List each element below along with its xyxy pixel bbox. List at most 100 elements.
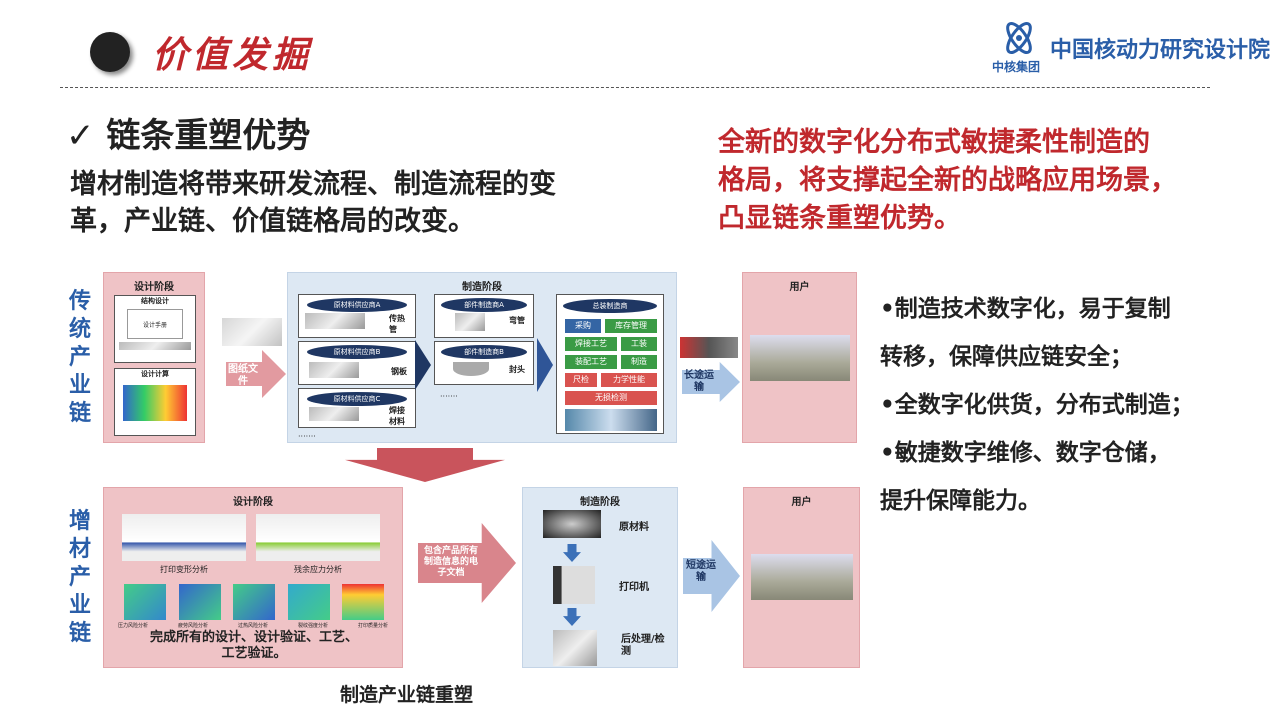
supplier-card: 原材料供应商B 钢板 (298, 341, 416, 385)
logo-subtext: 中核集团 (992, 60, 1041, 74)
plant-image (751, 554, 853, 600)
long-transport-label: 长途运输 (684, 370, 714, 393)
card-title: 结构设计 (141, 297, 169, 305)
printer-image (553, 566, 595, 604)
stress-sim-image (256, 514, 380, 561)
analysis-label: 打印变形分析 (160, 565, 208, 574)
analysis-label: 残余应力分析 (294, 565, 342, 574)
electronic-doc-label: 包含产品所有制造信息的电子文档 (423, 546, 478, 578)
highlight-text: 全新的数字化分布式敏捷柔性制造的格局，将支撑起全新的战略应用场景，凸显链条重塑优… (718, 124, 1258, 238)
tag: 焊接工艺 (565, 337, 617, 351)
bullet-line: •敏捷数字维修、数字仓储， (880, 440, 1171, 466)
additive-user-stage: 用户 (743, 487, 860, 668)
structure-design-card: 结构设计 设计手册 (114, 295, 196, 363)
stage-title: 制造阶段 (462, 282, 502, 293)
part-item: 弯管 (509, 316, 525, 325)
supplier-name: 原材料供应商A (307, 298, 407, 312)
design-summary: 完成所有的设计、设计验证、工艺、工艺验证。 (104, 630, 404, 662)
step-label: 打印机 (619, 582, 649, 593)
plate-image (309, 362, 359, 378)
final-assembler-name: 总装制造商 (563, 299, 657, 313)
head-image (453, 362, 489, 376)
tag: 采购 (565, 319, 601, 333)
check-icon: ✓ (66, 116, 95, 156)
stage-title: 设计阶段 (134, 282, 174, 293)
section-heading: ✓ 链条重塑优势 (66, 108, 310, 157)
drawing-file-label: 图纸文件 (228, 364, 258, 387)
analysis-label: 压力风险分析 (118, 623, 149, 629)
heading-text: 链条重塑优势 (106, 116, 311, 156)
part-maker-name: 部件制造商A (441, 298, 527, 312)
stage-title: 用户 (789, 282, 810, 293)
tag: 库存管理 (605, 319, 657, 333)
part-item: 封头 (509, 365, 525, 374)
small-analysis-row (124, 584, 384, 620)
traditional-user-stage: 用户 (742, 272, 857, 443)
analysis-label: 裂纹强度分析 (297, 623, 328, 629)
bullet-line: •全数字化供货，分布式制造； (880, 392, 1194, 418)
tube-image (305, 313, 365, 329)
component-image (119, 342, 191, 350)
card-title: 设计计算 (141, 370, 169, 378)
tag: 力学性能 (601, 373, 657, 387)
subtitle-line: 增材制造将带来研发流程、制造流程的变 (70, 169, 556, 200)
logo-name: 中国核动力研究设计院 (1050, 38, 1271, 63)
bullet-line: 提升保障能力。 (880, 488, 1041, 514)
tag: 装配工艺 (565, 355, 617, 369)
tag: 制造 (621, 355, 657, 369)
restructure-down-arrow (345, 448, 505, 482)
powder-image (543, 510, 601, 538)
highlight-line: 凸显链条重塑优势。 (718, 203, 961, 234)
benefit-bullets: •制造技术数字化，易于复制 转移，保障供应链安全； •全数字化供货，分布式制造；… (880, 285, 1270, 525)
supplier-item: 传热管 (389, 314, 405, 334)
additive-mfg-stage: 制造阶段 原材料 打印机 后处理/检测 (522, 487, 678, 668)
down-arrow-icon (563, 608, 581, 626)
weld-material-image (309, 407, 359, 421)
supplier-item: 焊接材料 (389, 406, 405, 426)
workshop-image (565, 409, 657, 431)
tag: 尺检 (565, 373, 597, 387)
cnnc-logo-icon (1006, 22, 1032, 54)
supplier-name: 原材料供应商B (307, 345, 407, 359)
deformation-sim-image (122, 514, 246, 561)
traditional-chain-label: 传统产业链 (68, 289, 91, 426)
part-maker-name: 部件制造商B (441, 345, 527, 359)
step-label: 原材料 (619, 522, 649, 533)
tag: 无损检测 (565, 391, 657, 405)
analysis-thumb (342, 584, 384, 620)
analysis-label: 过热风险分析 (237, 623, 268, 629)
subtitle: 增材制造将带来研发流程、制造流程的变革，产业链、价值链格局的改变。 (70, 166, 690, 240)
step-label: 后处理/检测 (621, 634, 665, 657)
summary-line: 完成所有的设计、设计验证、工艺、 (149, 630, 358, 645)
traditional-design-stage: 设计阶段 结构设计 设计手册 设计计算 (103, 272, 205, 443)
subtitle-line: 革，产业链、价值链格局的改变。 (70, 206, 475, 237)
title-bullet-dot (90, 32, 130, 72)
analysis-thumb (233, 584, 275, 620)
plant-image (750, 335, 850, 381)
stage-title: 设计阶段 (233, 497, 273, 508)
final-assembler-card: 总装制造商 采购 库存管理 焊接工艺 工装 装配工艺 制造 尺检 力学性能 无损… (556, 294, 664, 434)
analysis-thumb (287, 584, 330, 620)
supplier-card: 原材料供应商A 传热管 (298, 294, 416, 338)
analysis-thumb (124, 584, 166, 620)
simulation-image (123, 385, 187, 421)
analysis-thumb (178, 584, 221, 620)
analysis-label: 打印质量分析 (357, 623, 388, 629)
divider (60, 87, 1210, 88)
down-arrow-icon (563, 544, 581, 562)
stage-title: 制造阶段 (580, 497, 620, 508)
supplier-item: 钢板 (391, 367, 407, 376)
highlight-line: 全新的数字化分布式敏捷柔性制造的 (718, 127, 1150, 158)
truck-image (680, 337, 738, 358)
additive-chain-label: 增材产业链 (68, 509, 91, 646)
post-process-image (553, 630, 597, 666)
tag: 工装 (621, 337, 657, 351)
small-analysis-labels: 压力风险分析疲劳风险分析过热风险分析裂纹强度分析打印质量分析 (118, 622, 388, 629)
page-title: 价值发掘 (152, 34, 313, 76)
design-manual: 设计手册 (127, 309, 183, 339)
part-maker-card: 部件制造商A 弯管 (434, 294, 534, 338)
stage-title: 用户 (791, 497, 812, 508)
bullet-line: •制造技术数字化，易于复制 (880, 296, 1171, 322)
